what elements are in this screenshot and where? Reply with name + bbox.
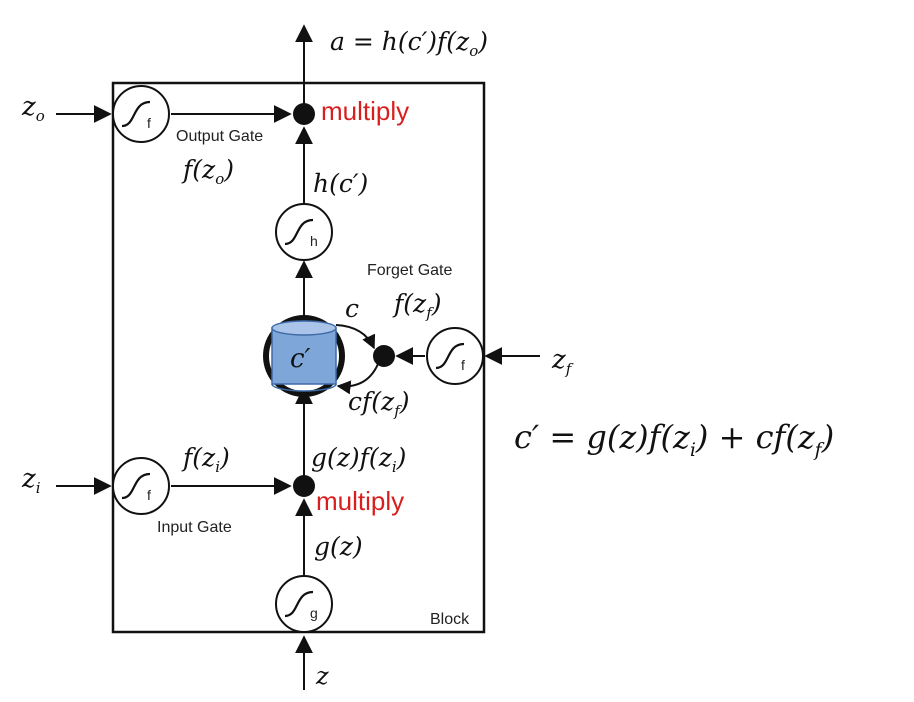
svg-text:f: f	[147, 115, 151, 131]
fzo-label: f(zo)	[181, 155, 234, 188]
sigmoid-icon	[435, 342, 465, 370]
input-zi-label: zi	[21, 464, 41, 497]
fzf-label: f(zf)	[392, 289, 442, 322]
loop-arc-top	[335, 324, 376, 350]
input-gate-circle: f	[112, 457, 170, 515]
svg-text:f: f	[147, 487, 151, 503]
cell-update-equation: c′ = g(z)f(zi) + cf(zf)	[514, 418, 834, 461]
input-zo-label: zo	[21, 92, 45, 125]
sigmoid-icon	[284, 590, 314, 618]
cell-label: c′	[290, 344, 311, 374]
block-label: Block	[430, 611, 470, 628]
c-label: c	[345, 294, 359, 323]
output-gate-circle: f	[112, 85, 170, 143]
multiply-dot-top	[293, 103, 315, 125]
multiply-label-top: multiply	[321, 96, 409, 126]
multiply-label-bottom: multiply	[316, 486, 404, 516]
g-activation-circle: g	[275, 575, 333, 633]
cell-state	[263, 315, 345, 397]
svg-text:h: h	[310, 233, 318, 249]
h-activation-circle: h	[275, 203, 333, 261]
forget-gate-label: Forget Gate	[367, 262, 452, 279]
sigmoid-icon	[121, 472, 151, 500]
svg-text:f: f	[461, 357, 465, 373]
fzi-label: f(zi)	[181, 443, 230, 476]
multiply-dot-bottom	[293, 475, 315, 497]
gz-label: g(z)	[314, 532, 363, 561]
input-gate-label: Input Gate	[157, 519, 232, 536]
loop-arc-bottom	[336, 363, 379, 395]
sigmoid-icon	[121, 100, 151, 128]
cfzf-label: cf(zf)	[348, 387, 410, 420]
hc-label: h(c′)	[313, 169, 368, 198]
sigmoid-icon	[284, 218, 314, 246]
multiply-dot-forget	[373, 345, 395, 367]
svg-text:g: g	[310, 605, 318, 621]
input-z-label: z	[315, 662, 329, 690]
gzfzi-label: g(z)f(zi)	[311, 443, 406, 476]
forget-gate-circle: f	[426, 327, 484, 385]
output-gate-label: Output Gate	[176, 128, 263, 145]
input-zf-label: zf	[551, 345, 574, 378]
output-a-label: a = h(c′)f(zo)	[330, 27, 488, 60]
